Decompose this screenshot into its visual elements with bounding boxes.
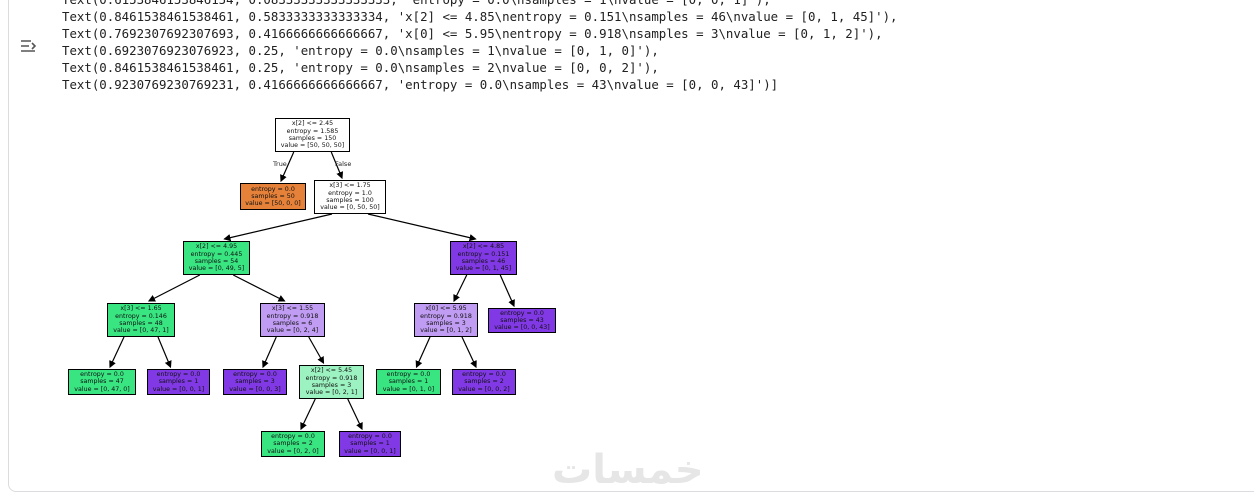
edge-label-true: True xyxy=(273,160,287,168)
tree-node: x[0] <= 5.95 entropy = 0.918 samples = 3… xyxy=(414,303,478,337)
output-line: Text(0.8461538461538461, 0.5833333333333… xyxy=(62,9,898,24)
tree-edge xyxy=(308,336,325,365)
tree-edge xyxy=(280,151,295,183)
tree-edge xyxy=(367,213,477,242)
tree-edge xyxy=(232,274,286,302)
tree-edge xyxy=(300,398,316,431)
output-line: Text(0.8461538461538461, 0.25, 'entropy … xyxy=(62,60,659,75)
tree-node: x[2] <= 4.95 entropy = 0.445 samples = 5… xyxy=(183,241,250,275)
tree-node: x[2] <= 5.45 entropy = 0.918 samples = 3… xyxy=(299,365,364,399)
tree-node: entropy = 0.0 samples = 1 value = [0, 0,… xyxy=(147,369,210,395)
tree-edge xyxy=(330,151,344,180)
tree-edge xyxy=(262,336,277,369)
output-cell xyxy=(8,0,1254,492)
tree-node: x[3] <= 1.55 entropy = 0.918 samples = 6… xyxy=(260,303,325,337)
tree-edge xyxy=(499,274,515,308)
tree-node: entropy = 0.0 samples = 50 value = [50, … xyxy=(240,183,306,210)
output-line: Text(0.7692307692307693, 0.4166666666666… xyxy=(62,26,883,41)
tree-node: entropy = 0.0 samples = 3 value = [0, 0,… xyxy=(223,369,287,395)
output-line: Text(0.6923076923076923, 0.25, 'entropy … xyxy=(62,43,659,58)
tree-edge xyxy=(347,398,363,431)
tree-node: entropy = 0.0 samples = 2 value = [0, 0,… xyxy=(452,369,516,395)
tree-edge xyxy=(415,336,431,369)
tree-node: entropy = 0.0 samples = 47 value = [0, 4… xyxy=(68,369,136,395)
output-toggle-icon[interactable] xyxy=(18,37,40,55)
tree-edge xyxy=(109,336,125,369)
tree-node: x[2] <= 4.85 entropy = 0.151 samples = 4… xyxy=(450,241,517,275)
tree-node: x[3] <= 1.75 entropy = 1.0 samples = 100… xyxy=(314,180,386,214)
tree-edge xyxy=(453,274,468,303)
edge-label-false: False xyxy=(335,160,352,168)
tree-node: entropy = 0.0 samples = 43 value = [0, 0… xyxy=(488,308,556,333)
tree-node: entropy = 0.0 samples = 1 value = [0, 1,… xyxy=(376,369,441,395)
watermark-logo: خمسات xyxy=(552,447,704,493)
tree-edge xyxy=(461,336,477,369)
output-line: Text(0.9230769230769231, 0.4166666666666… xyxy=(62,77,779,92)
tree-edge xyxy=(147,274,201,302)
tree-edge xyxy=(223,213,333,242)
tree-node: x[2] <= 2.45 entropy = 1.585 samples = 1… xyxy=(275,118,350,152)
tree-node: entropy = 0.0 samples = 1 value = [0, 0,… xyxy=(339,431,401,457)
output-line: Text(0.6153846153846154, 0.0833333333333… xyxy=(62,0,898,8)
text-output: Text(0.6153846153846154, 0.0833333333333… xyxy=(62,0,898,93)
tree-node: x[3] <= 1.65 entropy = 0.146 samples = 4… xyxy=(107,303,175,337)
tree-edge xyxy=(157,336,172,369)
tree-node: entropy = 0.0 samples = 2 value = [0, 2,… xyxy=(261,431,325,457)
